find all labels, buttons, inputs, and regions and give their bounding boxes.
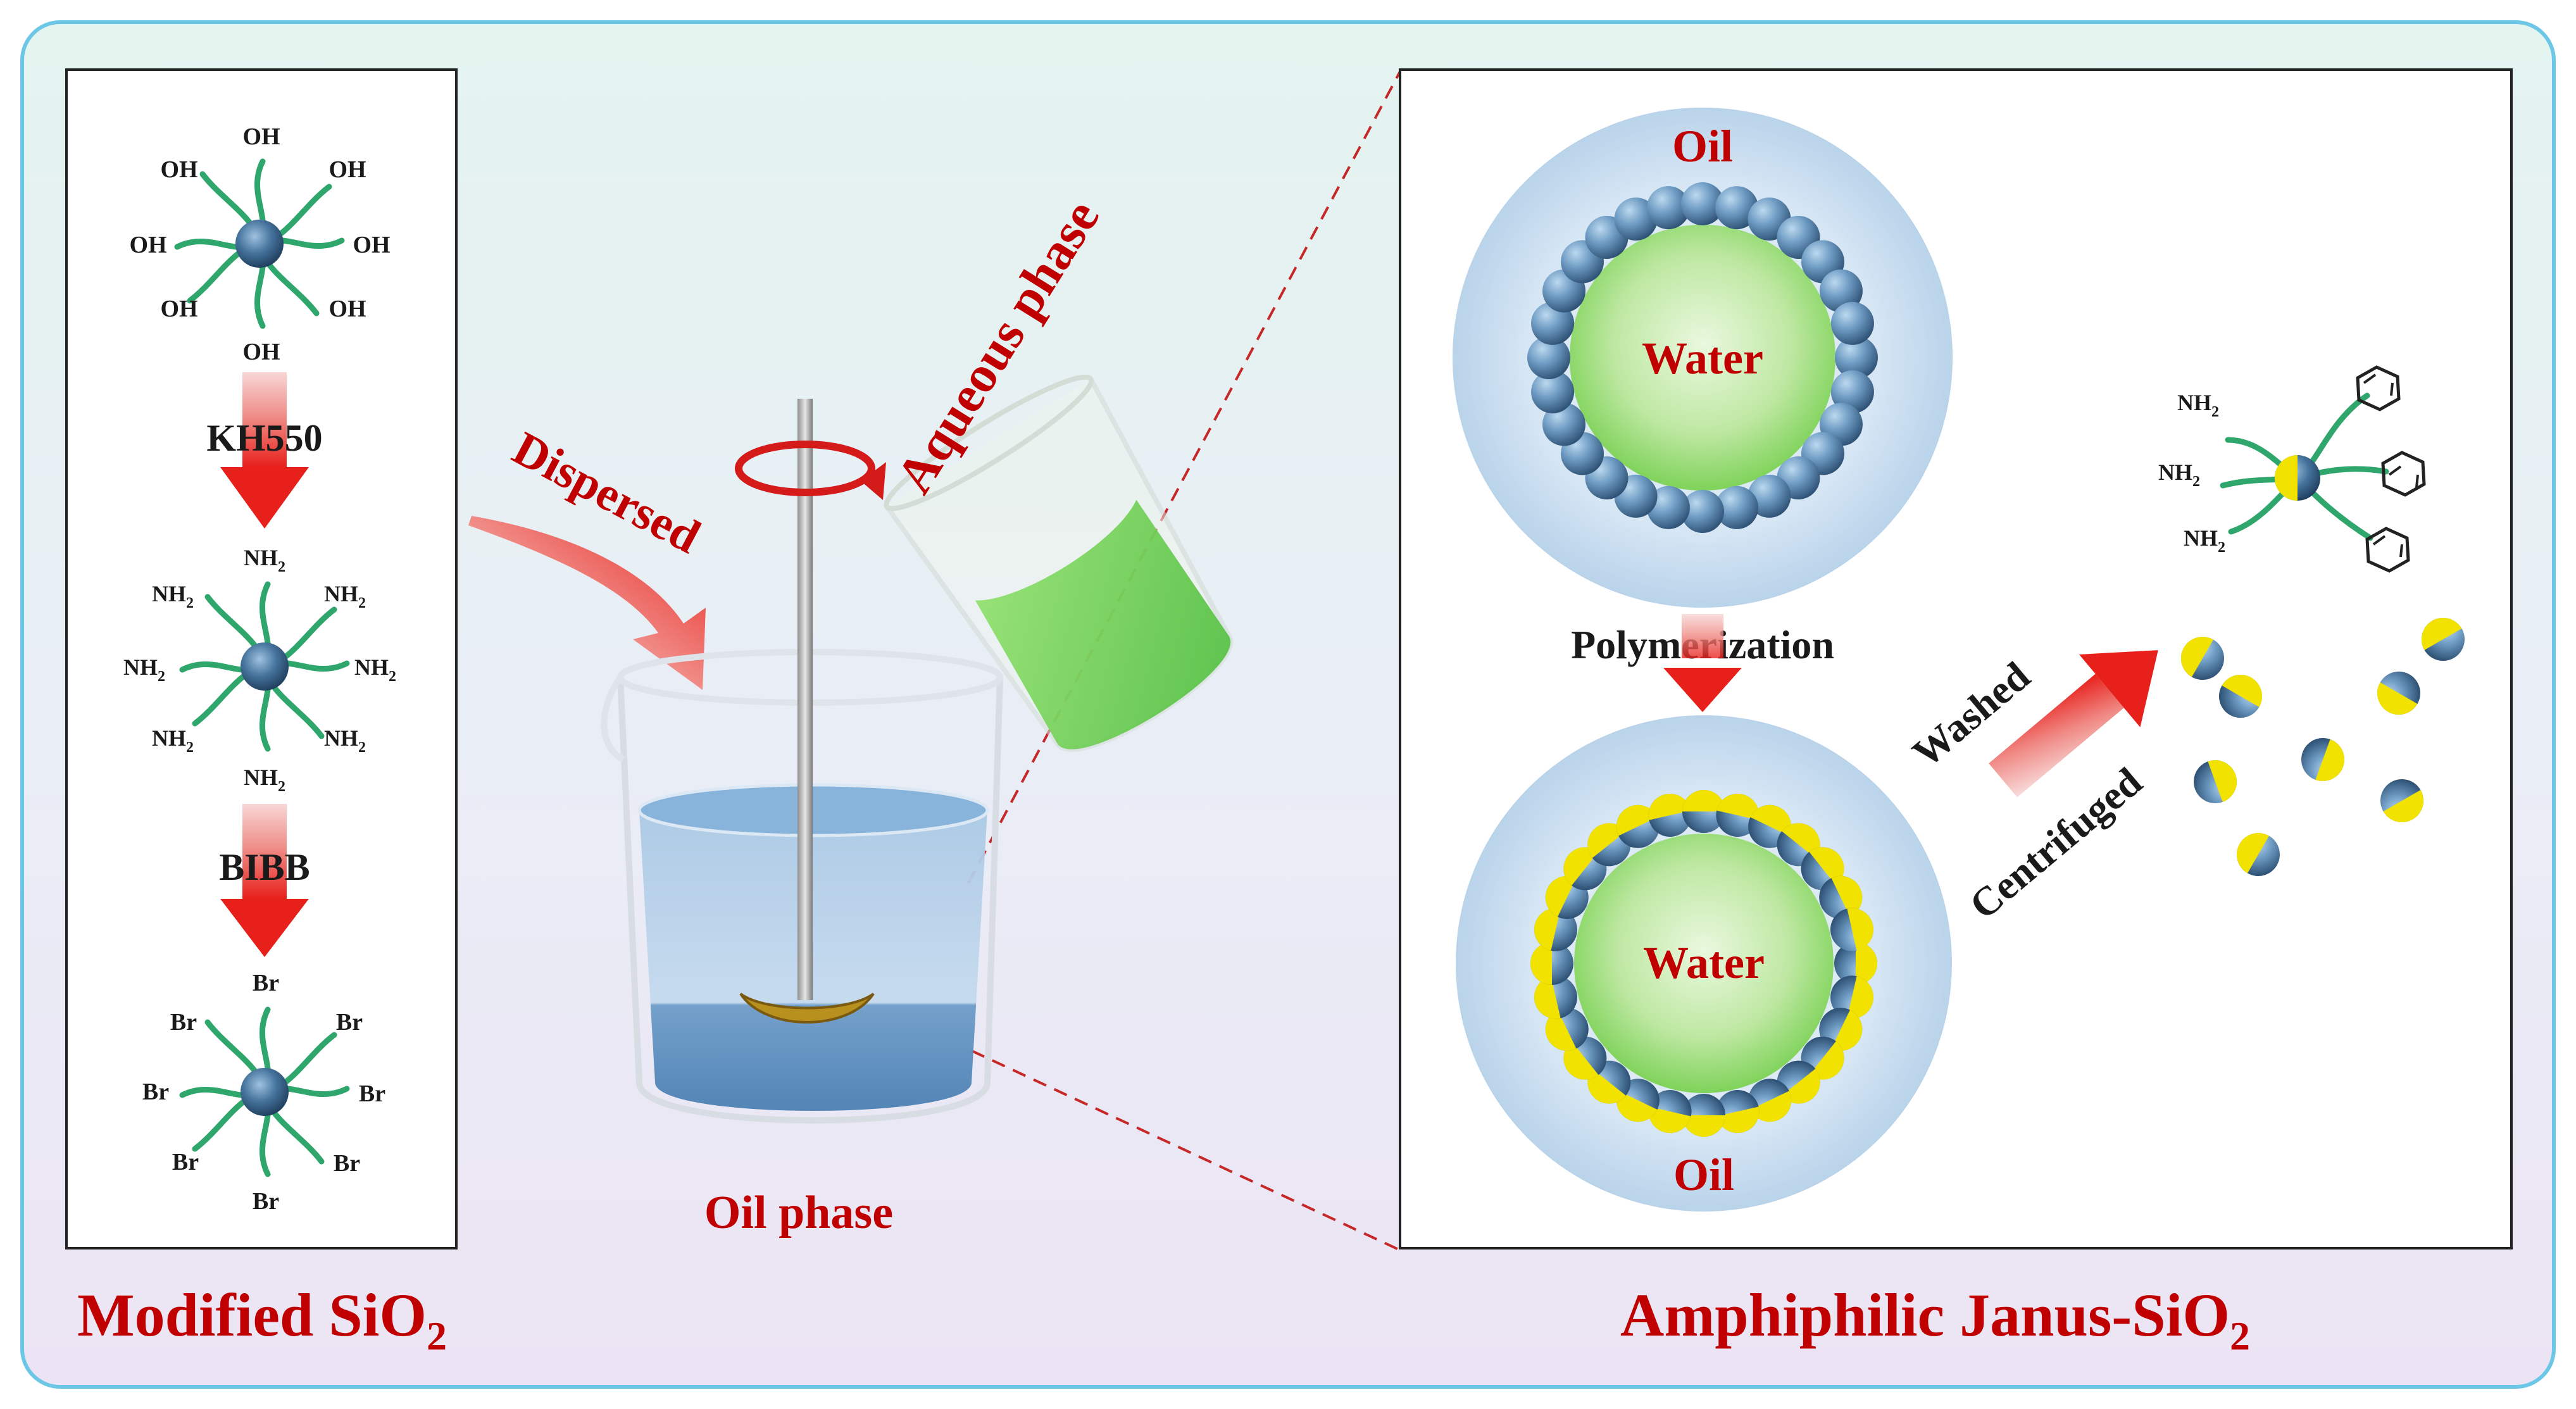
group-label: OH xyxy=(129,232,166,258)
janus-particle xyxy=(2422,618,2465,661)
silica-particle xyxy=(1748,474,1791,518)
rotation-arrow-icon xyxy=(735,441,886,500)
group-label: NH2 xyxy=(324,581,366,611)
stir-paddle xyxy=(739,993,875,1024)
label-oil-bottom: Oil xyxy=(1673,1149,1734,1200)
silica-particle xyxy=(1819,269,1863,313)
nh2-labels: NH2 NH2 NH2 NH2 NH2 NH2 NH2 NH2 xyxy=(123,545,396,795)
janus-particle xyxy=(1716,1089,1760,1133)
label-water-top: Water xyxy=(1642,333,1763,384)
group-label: Br xyxy=(142,1079,169,1105)
silica-particle xyxy=(1715,186,1759,230)
dashed-guide-bottom xyxy=(971,1049,1401,1251)
janus-molecule xyxy=(2220,365,2426,573)
caption-janus-sio2: Amphiphilic Janus-SiO2 xyxy=(1620,1281,2250,1358)
group-label: Br xyxy=(253,1188,279,1215)
group-label: Br xyxy=(172,1149,199,1175)
janus-particle xyxy=(2380,779,2423,822)
janus-ring-bottom xyxy=(1530,790,1877,1137)
silica-nh2-molecule xyxy=(179,581,350,752)
janus-particle xyxy=(1648,794,1692,837)
group-label: OH xyxy=(242,339,280,365)
janus-particle xyxy=(2194,760,2237,803)
aqueous-beaker xyxy=(884,374,1234,752)
water-core-bottom xyxy=(1574,834,1834,1093)
silica-particle xyxy=(1646,186,1690,230)
silica-particle xyxy=(1531,370,1575,414)
step-label-kh550: KH550 xyxy=(206,417,322,459)
group-label: NH2 xyxy=(244,765,285,795)
janus-particle xyxy=(2237,833,2280,876)
janus-particle xyxy=(1682,790,1725,833)
janus-particle xyxy=(2219,675,2262,718)
group-label: NH2 xyxy=(324,725,366,756)
step-label-bibb: BIBB xyxy=(219,846,309,888)
janus-nh2-labels: NH2 NH2 NH2 xyxy=(2158,390,2225,556)
group-label: OH xyxy=(328,156,366,183)
group-label: Br xyxy=(334,1150,360,1177)
silica-oh-molecule xyxy=(174,158,345,329)
janus-particle xyxy=(1830,908,1873,951)
water-core-top xyxy=(1570,225,1835,491)
label-water-bottom: Water xyxy=(1643,937,1765,988)
group-label: Br xyxy=(359,1080,385,1107)
group-label: NH2 xyxy=(2177,390,2219,420)
group-label: NH2 xyxy=(123,654,165,685)
group-label: NH2 xyxy=(244,545,285,575)
group-label: NH2 xyxy=(354,654,396,685)
group-label: OH xyxy=(160,296,197,322)
dashed-guide-top xyxy=(967,71,1401,884)
group-label: OH xyxy=(328,296,366,322)
janus-particle xyxy=(1534,975,1578,1019)
polymerization-arrow xyxy=(1663,614,1742,712)
label-oil-top: Oil xyxy=(1672,121,1733,172)
silica-particle xyxy=(1715,485,1759,529)
silica-particle xyxy=(1527,336,1570,379)
down-arrow-bibb xyxy=(220,804,309,957)
group-label: OH xyxy=(242,123,280,150)
group-label: NH2 xyxy=(152,581,194,611)
silica-particle xyxy=(1830,301,1874,345)
silica-particle xyxy=(1542,403,1586,446)
silica-particle xyxy=(1531,301,1575,345)
silica-particle xyxy=(1646,485,1690,529)
janus-particle xyxy=(2377,672,2420,715)
silica-br-molecule xyxy=(179,1006,350,1177)
group-label: Br xyxy=(253,970,279,996)
silica-particle xyxy=(1681,182,1724,225)
oil-beaker xyxy=(601,399,1003,1124)
janus-particles-scatter xyxy=(2181,618,2465,876)
silica-core xyxy=(241,1068,289,1116)
washed-centrifuged-arrow xyxy=(1989,650,2158,798)
group-label: OH xyxy=(353,232,390,258)
dispersed-arrow xyxy=(468,516,706,690)
particle-ring-top xyxy=(1527,182,1878,533)
silica-particle xyxy=(1835,336,1878,379)
janus-particle xyxy=(1834,942,1877,985)
janus-particle xyxy=(2181,637,2224,680)
silica-particle xyxy=(1681,490,1724,533)
janus-particle xyxy=(1530,942,1573,985)
janus-particle xyxy=(1682,1094,1725,1137)
silica-particle xyxy=(1830,370,1874,414)
group-label: OH xyxy=(160,156,197,183)
label-oil-phase: Oil phase xyxy=(704,1187,893,1239)
janus-particle xyxy=(2301,738,2344,781)
silica-core xyxy=(241,642,289,691)
down-arrow-kh550 xyxy=(220,372,309,529)
group-label: Br xyxy=(336,1009,363,1036)
silica-particle xyxy=(1614,197,1658,241)
group-label: NH2 xyxy=(2184,525,2225,556)
group-label: NH2 xyxy=(152,725,194,756)
caption-modified-sio2: Modified SiO2 xyxy=(77,1281,447,1358)
group-label: NH2 xyxy=(2158,460,2200,490)
silica-core xyxy=(235,220,284,268)
group-label: Br xyxy=(170,1009,197,1036)
